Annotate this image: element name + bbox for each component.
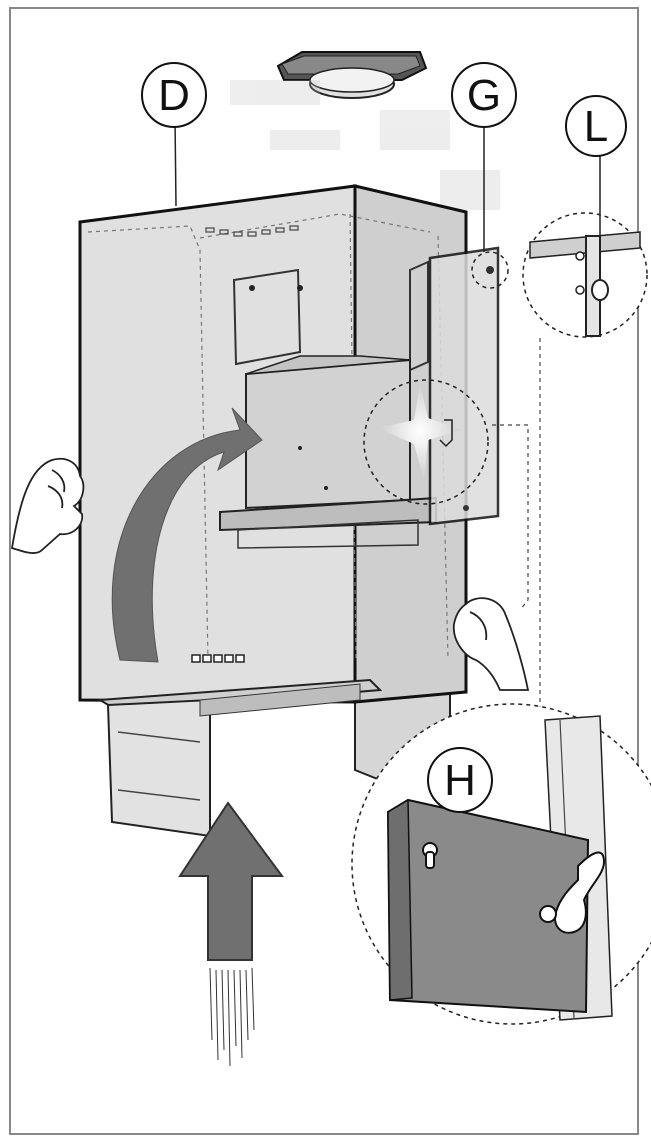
screw-detail-circle-small	[471, 251, 509, 289]
wall-background	[230, 80, 500, 210]
hook-detail-circle	[363, 379, 489, 505]
rotate-arrow	[111, 407, 263, 663]
motor-assembly	[219, 260, 437, 549]
callout-d: D	[141, 62, 207, 128]
callout-h: H	[427, 747, 493, 813]
callout-g-label: G	[467, 71, 501, 120]
callout-g: G	[451, 62, 517, 128]
callout-d-label: D	[158, 71, 190, 120]
zoom-circle-l	[522, 212, 648, 338]
side-panel-g	[428, 246, 500, 526]
guide-lines	[492, 338, 541, 720]
zoom-circle-h	[351, 703, 651, 1025]
callout-l: L	[565, 95, 627, 157]
left-hand	[10, 457, 85, 554]
callout-l-label: L	[584, 102, 608, 151]
right-hand	[452, 597, 530, 691]
callout-h-label: H	[444, 756, 476, 805]
airflow-arrow	[178, 801, 284, 1067]
ceiling-bracket	[276, 51, 428, 99]
control-buttons	[191, 654, 245, 663]
filter-tray	[96, 678, 383, 838]
